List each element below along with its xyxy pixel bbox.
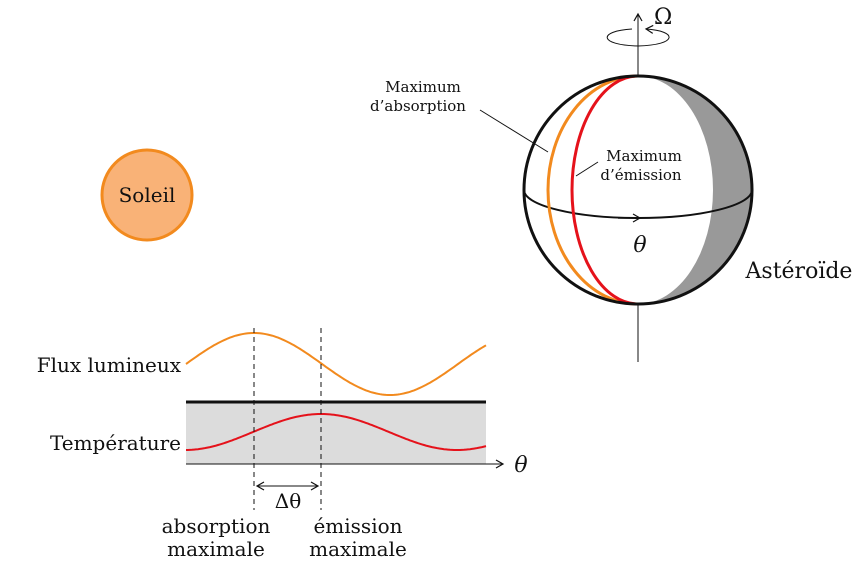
absorption-label-line2: d’absorption (370, 97, 466, 115)
temperature-band (186, 402, 486, 464)
absorption-leader (479, 109, 549, 153)
graph: θ Δθ Flux lumineux Température absorptio… (37, 328, 528, 561)
flux-curve (185, 332, 487, 396)
sun-label: Soleil (119, 183, 176, 207)
emission-label-line2: d’émission (600, 166, 681, 184)
absorption-caption-line2: maximale (167, 537, 265, 561)
emission-label-line1: Maximum (606, 147, 682, 165)
emission-caption-line1: émission (313, 514, 402, 538)
sphere-outline (522, 74, 754, 306)
temperature-label: Température (50, 431, 181, 455)
theta-sphere-label: θ (633, 233, 646, 258)
flux-label: Flux lumineux (37, 353, 182, 377)
temperature-curve (186, 413, 487, 451)
sun: Soleil (100, 148, 194, 242)
rotation-arrow (606, 24, 670, 47)
absorption-meridian (546, 74, 639, 306)
theta-axis-label: θ (514, 453, 527, 478)
emission-caption-line2: maximale (309, 537, 407, 561)
asteroid: Ω θ Maximum d’absorption Maximum d’émiss… (370, 5, 852, 362)
asteroid-label: Astéroïde (745, 259, 853, 284)
emission-meridian (570, 74, 639, 306)
delta-theta-label: Δθ (275, 489, 301, 513)
emission-leader (575, 161, 599, 177)
omega-label: Ω (654, 5, 672, 30)
sun-disc (100, 148, 194, 242)
absorption-label-line1: Maximum (385, 78, 461, 96)
shadow-crescent (638, 76, 752, 304)
absorption-caption-line1: absorption (162, 514, 271, 538)
